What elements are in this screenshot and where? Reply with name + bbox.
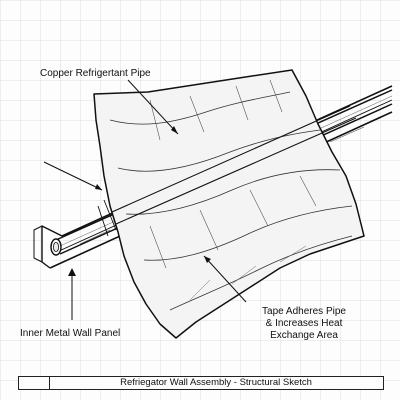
leader-copper-pipe	[127, 79, 179, 135]
title-block-cell	[19, 377, 50, 389]
title-block: Refriegator Wall Assembly - Structural S…	[18, 376, 384, 390]
copper-pipe-label: Copper Refrigertant Pipe	[40, 68, 151, 79]
leader-arrowheads	[68, 126, 211, 276]
inner-panel-label: Inner Metal Wall Panel	[20, 328, 121, 339]
tape-label-line2: & Increases Heat	[265, 318, 343, 329]
leader-tape	[203, 255, 247, 303]
foil-tape-wrap	[93, 69, 365, 339]
title-block-text: Refriegator Wall Assembly - Structural S…	[120, 377, 312, 388]
leader-left-edge	[43, 161, 103, 191]
tape-label-line1: Tape Adheres Pipe	[262, 306, 346, 317]
leader-lines	[43, 79, 247, 320]
tape-label-line3: Exchange Area	[270, 330, 338, 341]
